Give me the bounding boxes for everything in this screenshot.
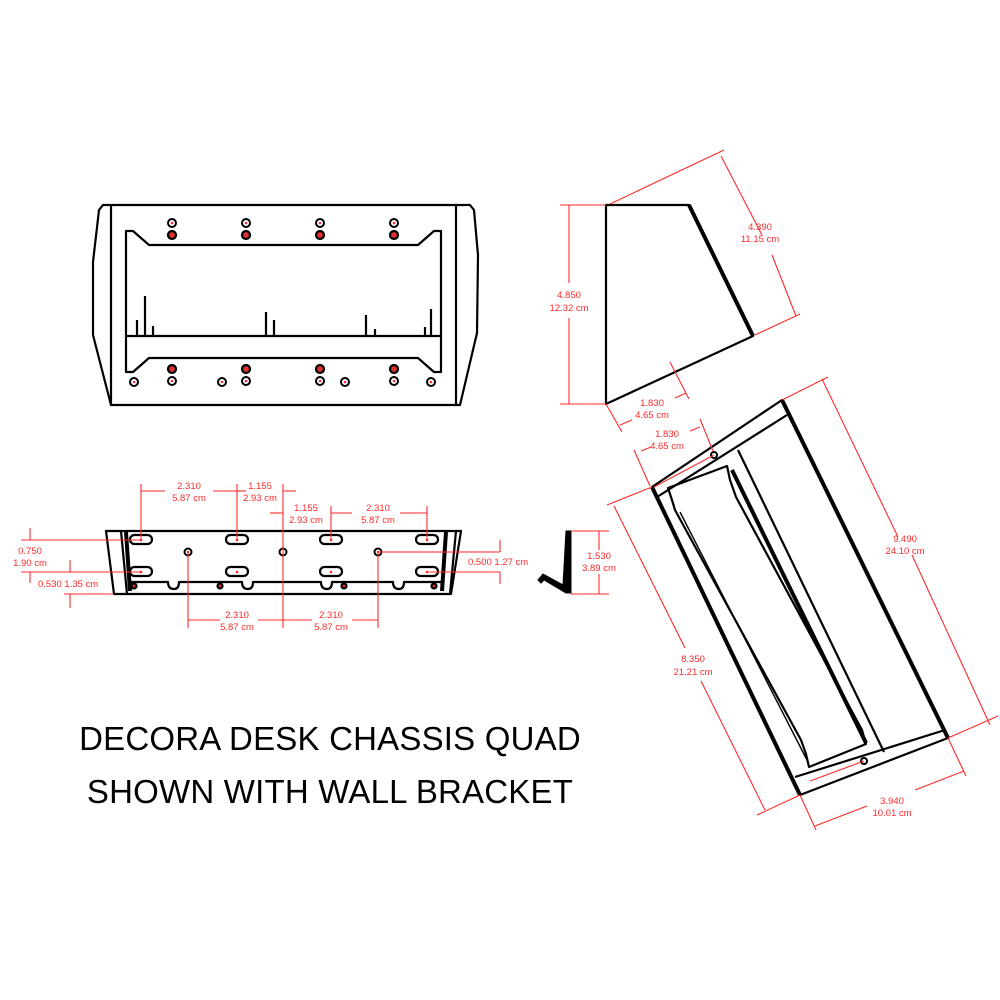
drawing-title-line-2: SHOWN WITH WALL BRACKET	[86, 773, 574, 810]
dim-right-offset: 0.500 1.27 cm	[468, 557, 528, 568]
dim-top-center-left-cm: 2.93 cm	[243, 493, 277, 504]
dim-left-offset-cm: 1.90 cm	[13, 558, 47, 569]
angled-chassis-view: 1.830 4.65 cm 9.490 24.10 cm 8.350 21.21…	[606, 376, 999, 831]
dim-bracket-height-in: 1.530	[587, 551, 611, 562]
dim-angled-outer-cm: 24.10 cm	[885, 546, 924, 557]
side-profile-view: 4.850 12.32 cm 4.390 11.15 cm 1.830 4.65…	[549, 149, 801, 433]
dim-angled-top-cm: 4.65 cm	[650, 441, 684, 452]
dim-angled-width-cm: 10.01 cm	[872, 808, 911, 819]
dim-angled-inner-in: 8.350	[681, 654, 705, 665]
screw-holes-top	[166, 218, 400, 241]
dim-right-offset-cm: 1.27 cm	[494, 557, 528, 568]
dim-bottom-left-in: 2.310	[225, 610, 249, 621]
dim-left-offset-in: 0.750	[18, 546, 42, 557]
dim-top-right-in: 2.310	[366, 503, 390, 514]
dim-right-offset-in: 0.500	[468, 557, 492, 568]
wall-plate-dimensions	[21, 484, 501, 628]
front-face-view	[91, 203, 480, 407]
dim-top-center-left-in: 1.155	[248, 481, 272, 492]
dim-angled-top-in: 1.830	[655, 429, 679, 440]
dim-angled-width-in: 3.940	[880, 796, 904, 807]
screw-holes-bottom	[129, 363, 436, 387]
mounting-slots	[128, 533, 440, 578]
dim-top-right-cm: 5.87 cm	[361, 515, 395, 526]
dim-bottom-right-cm: 5.87 cm	[314, 622, 348, 633]
dim-side-height-cm: 12.32 cm	[549, 303, 588, 314]
dim-top-left-cm: 5.87 cm	[172, 493, 206, 504]
dim-angled-outer-in: 9.490	[893, 534, 917, 545]
dim-bottom-right-in: 2.310	[319, 610, 343, 621]
wall-plate-view: 2.310 5.87 cm 1.155 2.93 cm 1.155 2.93 c…	[13, 481, 528, 633]
dim-top-left-in: 2.310	[177, 481, 201, 492]
drawing-title-line-1: DECORA DESK CHASSIS QUAD	[79, 720, 581, 757]
dim-bottom-left-cm: 5.87 cm	[220, 622, 254, 633]
dim-left-bottom-in: 0.530	[38, 579, 62, 590]
dim-side-base-in: 1.830	[640, 398, 664, 409]
dim-bracket-height-cm: 3.89 cm	[582, 563, 616, 574]
dim-left-bottom-cm: 1.35 cm	[64, 579, 98, 590]
dim-top-center-right-in: 1.155	[294, 503, 318, 514]
dim-side-slant-in: 4.390	[748, 222, 772, 233]
dim-side-height-in: 4.850	[557, 290, 581, 301]
dim-side-base-cm: 4.65 cm	[635, 410, 669, 421]
dim-side-slant-cm: 11.15 cm	[741, 234, 779, 245]
dim-top-center-right-cm: 2.93 cm	[289, 515, 323, 526]
dim-left-bottom: 0.530 1.35 cm	[38, 579, 98, 590]
wall-bracket-view: 1.530 3.89 cm	[537, 530, 616, 595]
dim-angled-inner-cm: 21.21 cm	[673, 667, 712, 678]
